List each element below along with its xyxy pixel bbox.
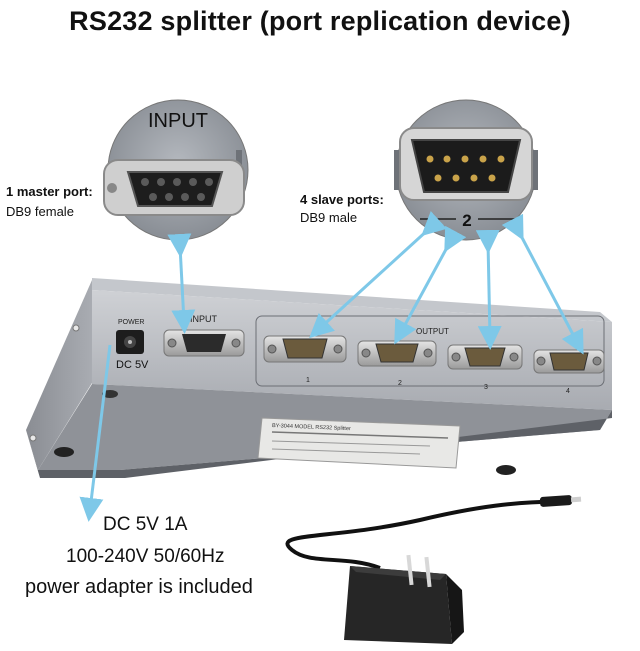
master-port-type: DB9 female: [6, 204, 74, 219]
output-db9-male-connector-4: [533, 349, 605, 374]
splitter-device: POWER DC 5V INPUT OUTPUT 1 2 3 4 BY-3044…: [26, 278, 612, 478]
output-arrow-3: [475, 229, 502, 350]
adapter-prong: [406, 554, 414, 586]
power-adapter: [285, 495, 582, 644]
output-db9-male-connector-3: [447, 344, 523, 370]
output-arrow-2: [394, 225, 467, 345]
power-arrow: [79, 344, 112, 522]
output-arrow-4: [501, 213, 584, 355]
port-number-1: 1: [306, 377, 310, 384]
input-arrow: [167, 233, 196, 334]
power-spec-voltage: DC 5V 1A: [103, 514, 188, 535]
output-db9-male-connector-1: [263, 335, 347, 363]
device-foot: [102, 390, 118, 398]
device-foot: [496, 465, 516, 475]
power-spec-included: power adapter is included: [25, 576, 253, 598]
power-spec-input: 100-240V 50/60Hz: [66, 546, 225, 567]
sticker-text: BY-3044 MODEL RS232 Splitter: [272, 423, 351, 432]
input-db9-female-connector: [163, 329, 245, 357]
device-base-shadow: [26, 410, 612, 478]
output-db9-male-connector-2: [357, 340, 437, 367]
master-port-label: 1 master port:: [6, 184, 93, 199]
slave-ports-type: DB9 male: [300, 210, 358, 225]
power-label: POWER: [118, 319, 144, 326]
slave-zoom-number: 2: [462, 211, 471, 230]
output-zoom-callout: 2: [394, 99, 538, 241]
port-number-2: 2: [398, 380, 402, 387]
input-panel-label: INPUT: [190, 314, 218, 324]
page-title: RS232 splitter (port replication device): [69, 6, 571, 36]
output-panel-label: OUTPUT: [416, 327, 449, 336]
device-foot: [54, 447, 74, 457]
port-number-3: 3: [484, 384, 488, 391]
dc-label: DC 5V: [116, 359, 149, 371]
slave-ports-label: 4 slave ports:: [300, 192, 384, 207]
callout-arrows: [79, 211, 584, 522]
screw-icon: [72, 324, 80, 332]
adapter-body: [344, 566, 452, 644]
adapter-prong: [424, 556, 432, 588]
device-sticker: [257, 417, 461, 469]
screw-icon: [29, 434, 37, 442]
input-zoom-label: INPUT: [148, 110, 208, 132]
port-number-4: 4: [566, 388, 570, 395]
input-zoom-callout: INPUT: [103, 99, 249, 241]
